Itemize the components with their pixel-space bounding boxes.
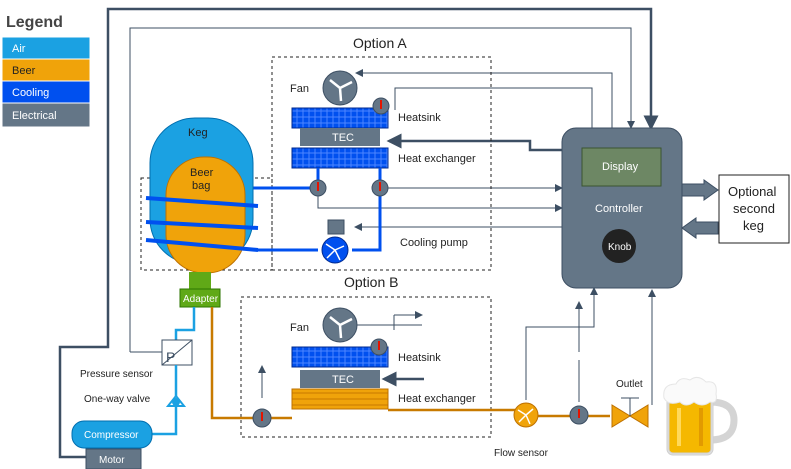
legend-label-air: Air: [12, 43, 26, 55]
fan-a-label: Fan: [290, 83, 309, 95]
option-b-frame: [240, 296, 492, 438]
adapter-label: Adapter: [183, 294, 219, 305]
legend-title: Legend: [6, 14, 63, 31]
legend-label-electrical: Electrical: [12, 110, 57, 122]
motor-label: Motor: [99, 455, 125, 466]
compressor: [71, 420, 153, 449]
outlet-label: Outlet: [616, 379, 643, 390]
cooling-pump-icon: [321, 219, 349, 264]
thermometer-a-left-icon: [309, 179, 327, 197]
display-label: Display: [602, 161, 639, 173]
heat-exchanger-b: [291, 388, 389, 410]
one-way-valve-label: One-way valve: [84, 394, 151, 405]
tec-b: [300, 370, 380, 388]
second-keg-label-3: keg: [743, 218, 764, 233]
second-keg-label-1: Optional: [728, 184, 777, 199]
flow-sensor-label: Flow sensor: [494, 448, 549, 459]
heatsink-b: [291, 346, 389, 368]
tec-a: [300, 128, 380, 146]
legend-label-cooling: Cooling: [12, 87, 49, 99]
arrow-from-second-keg: [681, 217, 719, 239]
outlet-valve-icon: [611, 397, 649, 428]
svg-text:P: P: [166, 349, 175, 365]
motor: [85, 448, 142, 469]
option-b-group: Option B Fan Heatsink TEC Heat exchanger: [210, 274, 610, 438]
keg: Keg Beer bag Adapter: [145, 117, 259, 308]
controller-label: Controller: [595, 203, 643, 215]
option-b-title: Option B: [344, 274, 398, 290]
pressure-system: P Pressure sensor One-way valve Compress…: [71, 307, 196, 469]
cooling-pump-label: Cooling pump: [400, 237, 468, 249]
thermometer-outlet-icon: [569, 405, 589, 425]
beer-bag-label-1: Beer: [190, 167, 214, 179]
second-keg-label-2: second: [733, 201, 775, 216]
legend-label-beer: Beer: [12, 65, 36, 77]
tec-a-label: TEC: [332, 132, 354, 144]
fan-b-label: Fan: [290, 322, 309, 334]
heat-exchanger-a-label: Heat exchanger: [398, 153, 476, 165]
legend: Legend Air Beer Cooling Electrical: [1, 14, 91, 128]
display: [581, 147, 662, 187]
option-a-title: Option A: [353, 35, 407, 51]
option-a-frame: [271, 56, 492, 271]
heat-exchanger-b-label: Heat exchanger: [398, 393, 476, 405]
one-way-valve-icon: [165, 394, 187, 407]
second-keg-box: [718, 174, 790, 244]
thermometer-b-heatsink-icon: [370, 338, 388, 356]
controller: Display Controller Knob: [561, 127, 683, 289]
electrical-wiring: [58, 7, 659, 459]
knob-label: Knob: [608, 242, 632, 253]
adapter: [179, 288, 221, 308]
beer-bag-label-2: bag: [192, 180, 210, 192]
second-keg: Optional second keg: [681, 174, 790, 244]
knob: [602, 229, 636, 263]
legend-swatch-electrical: [1, 102, 91, 128]
keg-neck: [189, 272, 211, 290]
beer-mug-icon: [663, 376, 738, 456]
keg-label: Keg: [188, 127, 208, 139]
tec-b-label: TEC: [332, 374, 354, 386]
beer-line: [210, 307, 292, 420]
compressor-label: Compressor: [84, 430, 139, 441]
thermometer-b-icon: [252, 408, 272, 428]
pressure-sensor-label: Pressure sensor: [80, 369, 153, 380]
heatsink-a-label: Heatsink: [398, 112, 441, 124]
dispense: Flow sensor Outlet: [494, 376, 738, 459]
flow-sensor-icon: [513, 402, 539, 428]
thermometer-a-heatsink-icon: [372, 97, 390, 115]
heatsink-b-label: Heatsink: [398, 352, 441, 364]
heat-exchanger-a: [291, 147, 389, 169]
arrow-to-second-keg: [681, 179, 719, 201]
thermometer-a-right-icon: [371, 179, 389, 197]
option-a-group: Option A Fan Heatsink TEC Heat exchanger: [140, 35, 492, 271]
heatsink-a: [291, 107, 389, 129]
